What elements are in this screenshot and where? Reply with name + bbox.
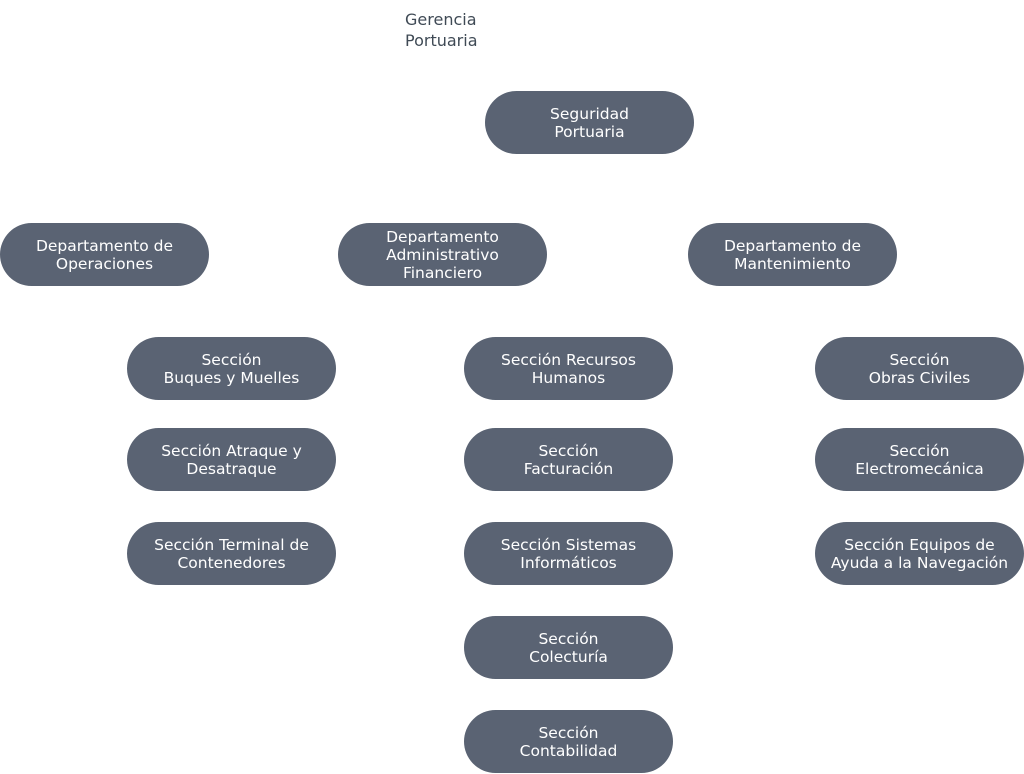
node-label: Sección Sistemas Informáticos [500,535,637,572]
node-seccion-colecturia: Sección Colecturía [464,616,673,679]
node-departamento-administrativo-financiero: Departamento Administrativo Financiero [338,223,547,286]
node-label: Sección Obras Civiles [868,350,971,387]
node-seccion-atraque-desatraque: Sección Atraque y Desatraque [127,428,336,491]
node-label: Seguridad Portuaria [550,104,629,141]
node-label: Sección Equipos de Ayuda a la Navegación [830,535,1009,572]
node-departamento-operaciones: Departamento de Operaciones [0,223,209,286]
node-label: Sección Buques y Muelles [163,350,300,387]
node-seccion-electromecanica: Sección Electromecánica [815,428,1024,491]
node-label: Sección Facturación [523,441,614,478]
node-seguridad-portuaria: Seguridad Portuaria [485,91,694,154]
node-seccion-buques-muelles: Sección Buques y Muelles [127,337,336,400]
node-seccion-sistemas-informaticos: Sección Sistemas Informáticos [464,522,673,585]
node-label: Departamento de Mantenimiento [723,236,862,273]
node-seccion-obras-civiles: Sección Obras Civiles [815,337,1024,400]
node-label: Sección Recursos Humanos [501,350,636,387]
node-label: Sección Terminal de Contenedores [154,535,309,572]
node-departamento-mantenimiento: Departamento de Mantenimiento [688,223,897,286]
node-seccion-contabilidad: Sección Contabilidad [464,710,673,773]
node-seccion-facturacion: Sección Facturación [464,428,673,491]
node-label: Departamento Administrativo Financiero [386,227,499,282]
node-label: Sección Colecturía [529,629,608,666]
node-seccion-recursos-humanos: Sección Recursos Humanos [464,337,673,400]
node-label: Sección Contabilidad [519,723,618,760]
root-node-gerencia-portuaria: Gerencia Portuaria [405,10,478,50]
node-label: Sección Atraque y Desatraque [161,441,302,478]
node-seccion-terminal-contenedores: Sección Terminal de Contenedores [127,522,336,585]
node-label: Departamento de Operaciones [35,236,174,273]
node-label: Sección Electromecánica [855,441,984,478]
node-seccion-equipos-ayuda-navegacion: Sección Equipos de Ayuda a la Navegación [815,522,1024,585]
